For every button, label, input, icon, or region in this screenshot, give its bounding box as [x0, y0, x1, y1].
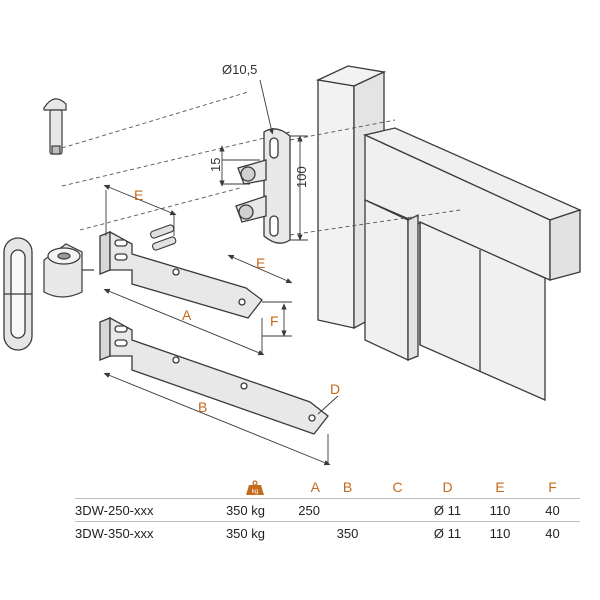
header-c: C [375, 476, 420, 499]
mounting-plate [235, 128, 291, 244]
dim-a-label: A [182, 307, 192, 323]
row-d: Ø 11 [433, 525, 462, 541]
row-a: 250 [265, 498, 320, 522]
hole-diameter-label: Ø10,5 [222, 62, 257, 77]
header-b: B [320, 476, 375, 499]
row-d: Ø 11 [420, 498, 475, 522]
row-f: 40 [525, 498, 580, 522]
header-load: kg [205, 476, 265, 499]
row-model: 3DW-250-xxx [75, 498, 205, 522]
pin-bushing [43, 243, 94, 298]
row-load: 350 kg [225, 525, 265, 541]
strap-hinge-a [99, 230, 263, 319]
row-load: 350 kg [205, 498, 265, 522]
row-c [375, 498, 420, 522]
row-b [320, 498, 375, 522]
rubber-cover [3, 237, 33, 351]
row-a [265, 522, 320, 545]
header-a: A [265, 476, 320, 499]
row-c [375, 522, 420, 545]
row-e: 110 [489, 525, 511, 541]
strap-hinge-b [99, 316, 329, 435]
svg-text:kg: kg [252, 489, 258, 495]
carriage-bolt [43, 98, 67, 155]
dim-e-top-label: E [134, 187, 143, 203]
dim-f-label: F [270, 313, 279, 329]
row-model: 3DW-350-xxx [75, 525, 154, 541]
row-f: 40 [545, 525, 560, 541]
height-100-label: 100 [294, 166, 309, 188]
table-header-row: kg A B C D E F [75, 476, 580, 499]
header-e: E [475, 476, 525, 499]
dimension-lines [103, 79, 339, 466]
strap-bolts [149, 224, 177, 251]
row-b: 350 [336, 525, 359, 541]
row-e: 110 [475, 498, 525, 522]
gate-leaf [363, 127, 582, 401]
weight-icon: kg [245, 480, 265, 496]
dim-e-right-label: E [256, 255, 265, 271]
header-d: D [420, 476, 475, 499]
header-f: F [525, 476, 580, 499]
alignment-lines [61, 91, 461, 236]
table-row: 3DW-350-xxx 350 kg 350 Ø 11 110 40 [75, 522, 580, 545]
height-15-label: 15 [208, 158, 223, 172]
hinge-assembly-drawing: Ø10,5 15 100 E E A B F D [3, 62, 582, 466]
dim-d-label: D [330, 381, 340, 397]
specification-table: kg A B C D E F 3DW-250-xxx 350 kg 250 Ø … [75, 476, 580, 544]
table-row: 3DW-250-xxx 350 kg 250 Ø 11 110 40 [75, 498, 580, 522]
dim-b-label: B [198, 399, 207, 415]
header-model [75, 476, 205, 499]
